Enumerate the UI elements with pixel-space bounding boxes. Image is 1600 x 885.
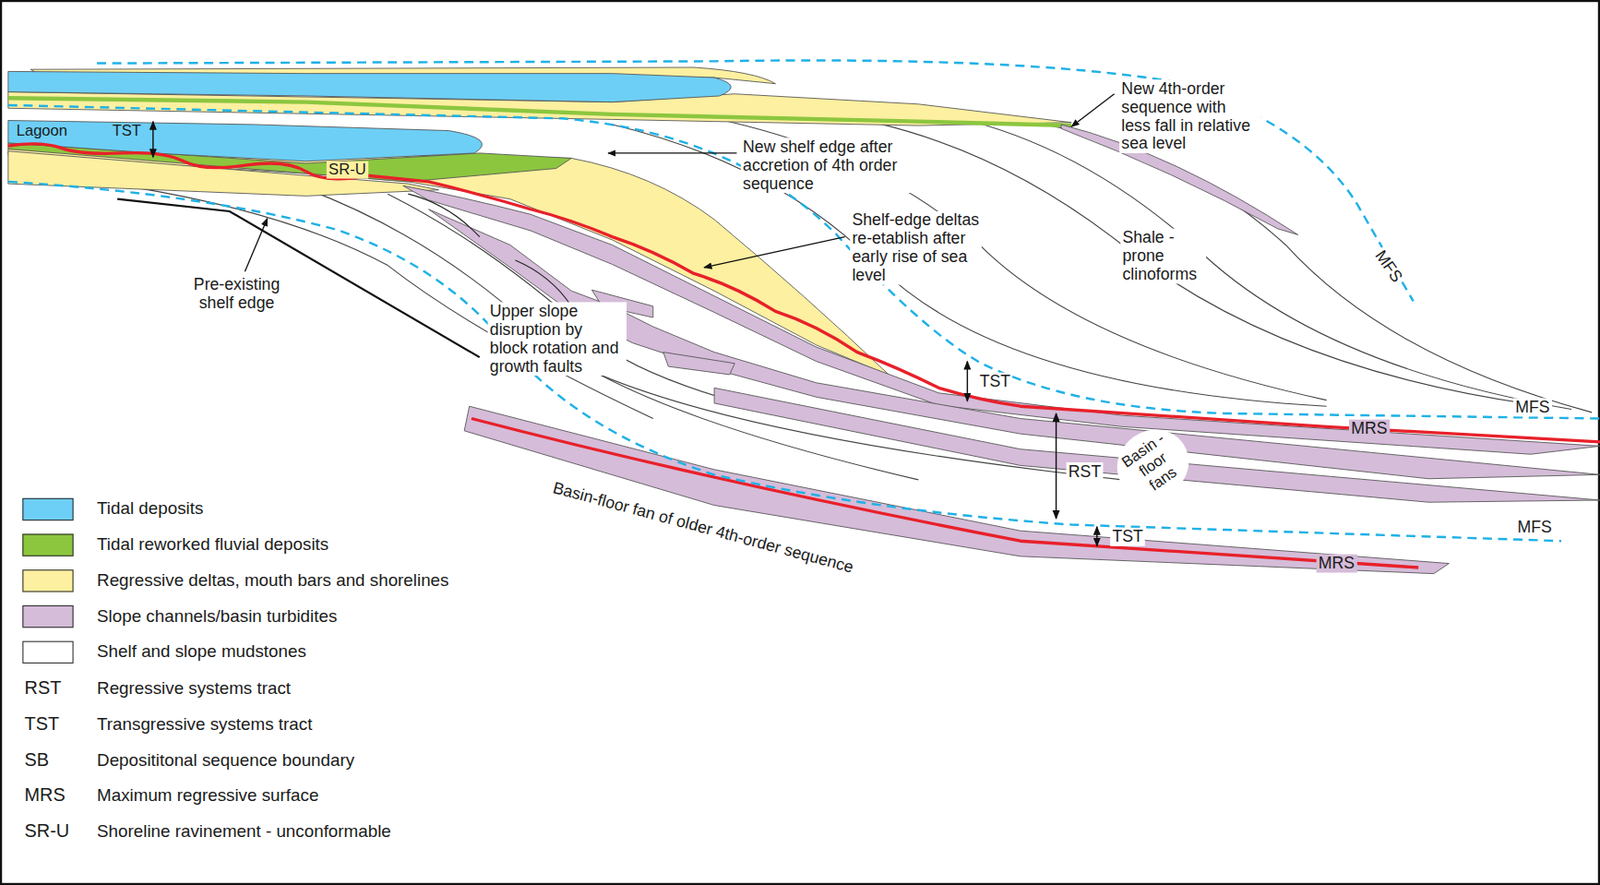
legend-swatch [22,641,73,664]
rotated-block [663,352,735,375]
growth-faults [407,193,572,307]
legend-text: Shelf and slope mudstones [96,642,307,662]
mrs-surface [471,418,1419,568]
lagoon-tidal-deposit [8,120,483,162]
legend-text: Slope channels/basin turbidites [96,606,337,626]
basin-floor-fan [428,209,1600,479]
callout-note: New shelf edge after accretion of 4th or… [740,137,919,192]
region-label: Lagoon [13,122,70,141]
legend-text: Regressive deltas, mouth bars and shorel… [96,570,449,590]
surface-label: MFS [1513,397,1553,417]
legend-text: Deposititonal sequence boundary [96,750,355,770]
legend-swatch [22,498,73,521]
callout-note: Upper slope disruption by block rotation… [488,301,627,375]
surface-label: MRS [1349,419,1390,439]
callout-note: Shale -prone clinoforms [1120,228,1206,284]
pre-existing-shelf-edge [117,199,480,358]
surface-label: MFS [1515,518,1554,538]
callout-note: New 4th-order sequence with less fall in… [1119,79,1262,153]
legend-abbreviation: MRS [22,785,68,806]
systems-tract: TST [977,372,1013,392]
legend-abbreviation: RST [22,677,63,698]
callout-note: Shelf-edge deltas re-etablish after earl… [849,211,982,285]
surface-label: SR-U [326,161,369,180]
callout-note: Pre-existing shelf edge [173,275,300,313]
legend-text: Maximum regressive surface [96,786,319,806]
systems-tract: TST [1110,527,1146,547]
surface-label: MRS [1316,554,1358,574]
legend-swatch [22,605,73,628]
legend-swatch [22,533,73,556]
legend-text: Shoreline ravinement - unconformable [96,821,392,841]
tidal-fluvial-deposit [8,97,1072,126]
legend-abbreviation: TST [22,713,61,734]
legend-abbreviation: SR-U [22,820,72,841]
legend-text: Tidal reworked fluvial deposits [96,535,329,555]
mfs-surfaces [8,59,1600,541]
systems-tract: TST [109,122,144,141]
systems-tract: RST [1066,462,1104,481]
leader-lines [244,94,1114,272]
legend-text: Transgressive systems tract [96,714,312,734]
legend-text: Regressive systems tract [96,679,291,699]
legend-swatch [22,569,73,592]
thickness-arrows [153,121,1098,547]
legend-abbreviation: SB [22,749,51,770]
legend-text: Tidal deposits [96,499,203,519]
